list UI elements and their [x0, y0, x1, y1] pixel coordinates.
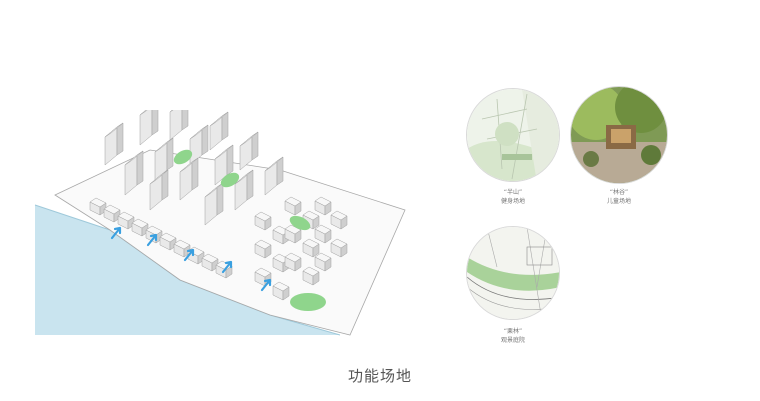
- building: [139, 110, 159, 146]
- green-space: [220, 172, 240, 188]
- building: [234, 169, 254, 211]
- building: [330, 238, 348, 258]
- wind-arrow-icon: [221, 260, 233, 274]
- building: [254, 239, 272, 259]
- wind-arrow-icon: [260, 278, 272, 292]
- caption-courtyard: “栗林” 观景庭院: [473, 327, 553, 345]
- figure-title: 功能场地: [347, 367, 412, 385]
- sketch-image: [467, 227, 559, 319]
- building: [189, 124, 209, 166]
- green-space: [290, 293, 326, 311]
- building: [169, 110, 189, 141]
- building: [149, 169, 169, 211]
- building: [124, 150, 144, 196]
- building: [314, 196, 332, 216]
- building: [264, 156, 284, 196]
- caption-desc: 观景庭院: [500, 337, 525, 344]
- caption-name: “栗林”: [503, 328, 523, 335]
- caption-children: “林谷” 儿童场地: [579, 188, 659, 206]
- building: [215, 260, 233, 279]
- caption-name: “半山”: [503, 189, 523, 196]
- building: [302, 210, 320, 230]
- building: [131, 218, 149, 237]
- building: [104, 122, 124, 166]
- photo-fitness-area: [466, 88, 560, 182]
- caption-name: “林谷”: [609, 189, 629, 196]
- caption-desc: 儿童场地: [606, 198, 631, 205]
- caption-desc: 健身场地: [500, 198, 525, 205]
- building: [314, 252, 332, 272]
- building: [314, 224, 332, 244]
- building: [284, 196, 302, 216]
- building: [330, 210, 348, 230]
- photo-children-area: [570, 86, 668, 184]
- photo-image: [571, 87, 667, 183]
- wind-arrows-group: [110, 226, 272, 292]
- building: [201, 253, 219, 272]
- wind-arrow-icon: [183, 248, 195, 262]
- building: [239, 131, 259, 171]
- sketch-image: [467, 89, 559, 181]
- building: [179, 157, 199, 201]
- building: [284, 252, 302, 272]
- building: [272, 281, 290, 301]
- building: [254, 211, 272, 231]
- wind-arrow-icon: [110, 226, 122, 240]
- green-space: [289, 215, 311, 231]
- building: [159, 232, 177, 251]
- site-plan-illustration: [34, 110, 406, 336]
- caption-fitness: “半山” 健身场地: [473, 188, 553, 206]
- building: [302, 238, 320, 258]
- buildings-group: [89, 110, 348, 301]
- wind-arrow-icon: [146, 233, 158, 247]
- green-space: [173, 149, 193, 165]
- building: [154, 137, 174, 181]
- photo-viewing-courtyard: [466, 226, 560, 320]
- building: [209, 111, 229, 151]
- building: [302, 266, 320, 286]
- building: [284, 224, 302, 244]
